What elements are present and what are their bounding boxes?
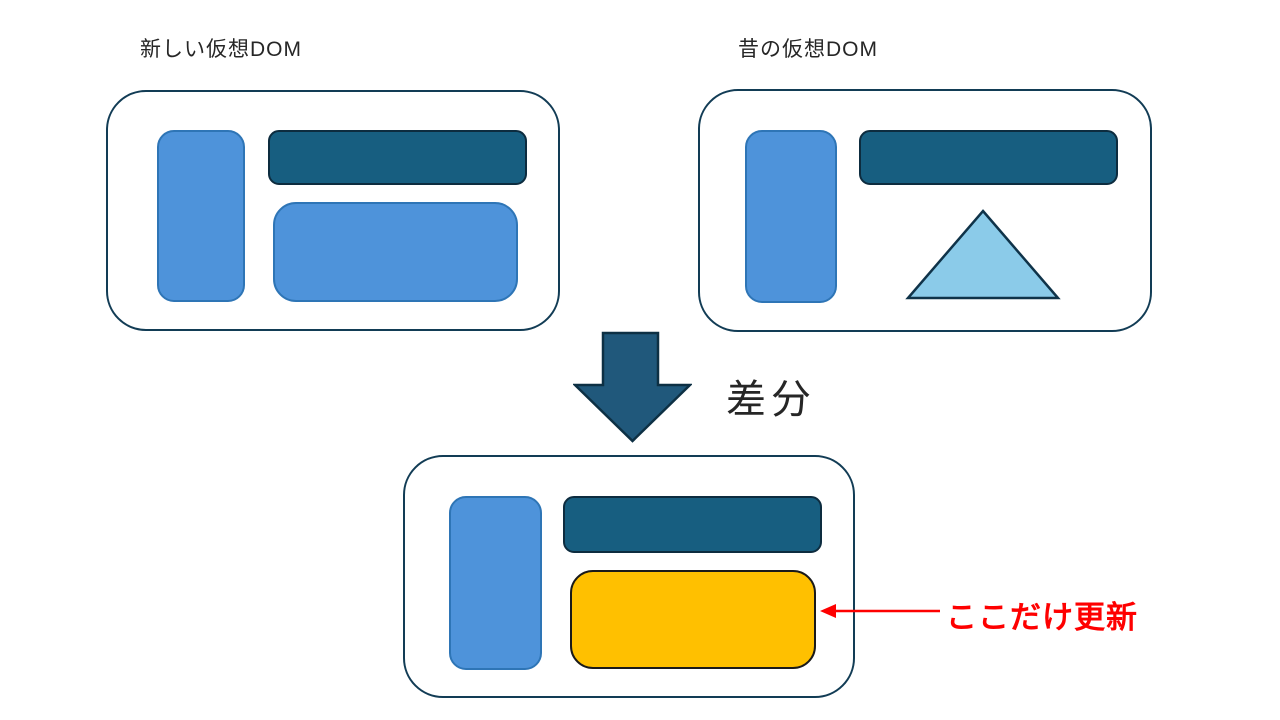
- annotation-arrow-icon: [820, 604, 940, 618]
- old-vdom-title: 昔の仮想DOM: [738, 38, 878, 61]
- result-updated-block: [570, 570, 816, 669]
- annotation-label: ここだけ更新: [946, 600, 1138, 635]
- new-vdom-panel: [106, 90, 560, 331]
- new-vdom-sidebar-block: [157, 130, 245, 302]
- annotation-arrow-head: [820, 604, 836, 618]
- result-header-block: [563, 496, 822, 553]
- triangle-shape: [905, 209, 1061, 300]
- new-vdom-header-block: [268, 130, 527, 185]
- old-vdom-sidebar-block: [745, 130, 837, 303]
- down-arrow-shape: [573, 331, 692, 443]
- old-vdom-header-block: [859, 130, 1118, 185]
- diff-result-panel: [403, 455, 855, 698]
- old-vdom-panel: [698, 89, 1152, 332]
- diff-label: 差分: [726, 378, 816, 422]
- new-vdom-content-block: [273, 202, 518, 302]
- old-vdom-triangle-block: [905, 209, 1061, 300]
- result-sidebar-block: [449, 496, 542, 670]
- new-vdom-title: 新しい仮想DOM: [140, 38, 302, 61]
- diff-down-arrow-icon: [573, 331, 692, 443]
